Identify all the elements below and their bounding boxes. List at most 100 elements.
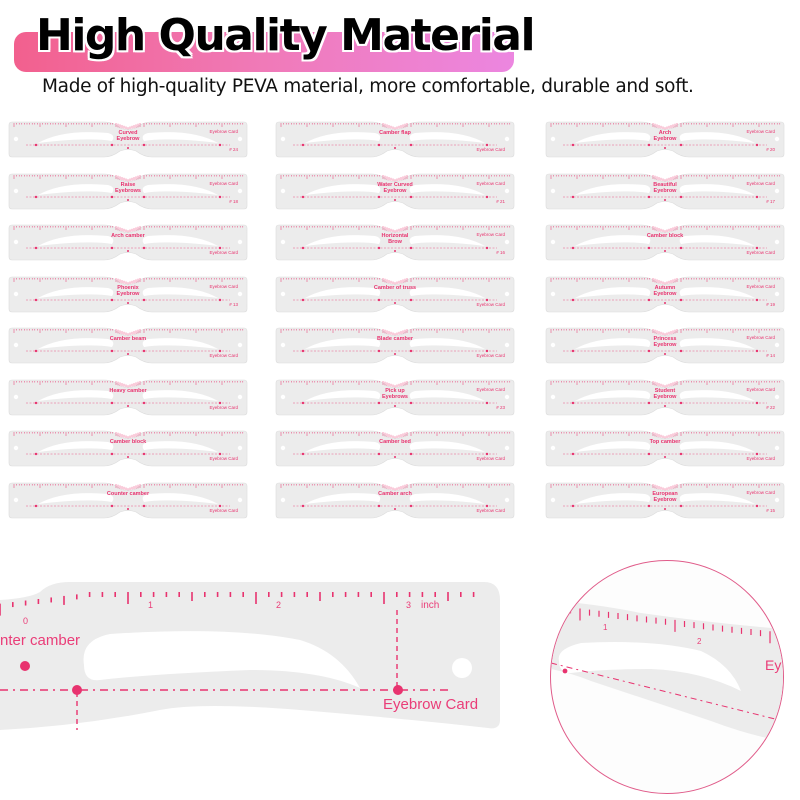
stencil-shape (545, 224, 785, 261)
stencil-brand-label: Eyebrow Card (746, 129, 775, 134)
stencil-shape (8, 276, 248, 312)
stencil-card: Camber block Eyebrow Card (545, 224, 785, 261)
stencil-brand-label: Eyebrow Card (746, 386, 775, 392)
stencil-brand-label: Eyebrow Card (476, 180, 505, 186)
stencil-style-label: Camber flap (379, 130, 411, 136)
stencil-brand-label: Eyebrow Card (746, 250, 775, 255)
stencil-card: Counter camber Eyebrow Card (8, 482, 248, 519)
stencil-style-label: Phoenix Eyebrow (116, 284, 140, 297)
stencil-style-label: Counter camber (106, 490, 150, 497)
zoom-inset-shape (551, 601, 783, 741)
stencil-shape (545, 327, 785, 364)
stencil-style-label: Heavy camber (109, 387, 147, 394)
ruler-unit-label: inch (421, 600, 440, 611)
stencil-number: # 22 (766, 404, 775, 410)
stencil-brand-label: Eyebrow Card (209, 180, 238, 186)
stencil-brand-label: Eyebrow Card (209, 353, 238, 358)
stencil-style-label: Camber bed (379, 439, 411, 445)
stencil-number: # 14 (766, 353, 775, 358)
stencil-card: Heavy camber Eyebrow Card (8, 379, 248, 416)
ruler-label-1: 1 (148, 600, 154, 610)
stencil-brand-label: Eyebrow Card (746, 180, 775, 186)
stencil-style-label: Beautiful Eyebrow (653, 181, 677, 194)
stencil-shape (275, 379, 515, 415)
page-subtitle: Made of high-quality PEVA material, more… (42, 76, 694, 97)
stencil-card: Camber flap Eyebrow Card (275, 121, 515, 158)
camber-style-label: nter camber (0, 632, 81, 649)
stencil-card: Phoenix Eyebrow Eyebrow Card # 13 (8, 276, 248, 313)
stencil-style-label: Arch camber (111, 233, 145, 239)
stencil-brand-label: Eyebrow Card (746, 283, 775, 289)
stencil-number: # 21 (496, 198, 505, 204)
stencil-card: Camber block Eyebrow Card (8, 430, 248, 467)
eyebrow-card-brand-label: Eyebrow Card (383, 696, 479, 713)
stencil-shape (545, 379, 785, 415)
stencil-shape (545, 121, 785, 158)
stencil-shape (545, 482, 785, 518)
stencil-shape (8, 327, 248, 364)
stencil-brand-label: Eyebrow Card (476, 386, 505, 392)
stencil-number: # 13 (229, 301, 238, 307)
stencil-card: Pick up Eyebrows Eyebrow Card # 23 (275, 379, 515, 416)
stencil-shape (275, 430, 515, 467)
stencil-card: Horizontal Brow Eyebrow Card # 16 (275, 224, 515, 261)
stencil-number: # 16 (496, 250, 505, 255)
stencil-style-label: Water Curved Eyebrow (377, 181, 413, 194)
stencil-number: # 17 (766, 198, 775, 204)
stencil-card: Curved Eyebrow Eyebrow Card # 24 (8, 121, 248, 158)
stencil-number: # 20 (766, 147, 775, 152)
stencil-style-label: Princess Eyebrow (653, 336, 677, 348)
stencil-style-label: Blade camber (376, 336, 414, 342)
title-banner (14, 32, 514, 72)
stencil-number: # 23 (496, 404, 505, 410)
stencil-grid: Curved Eyebrow Eyebrow Card # 24 Raise E… (8, 121, 785, 519)
stencil-brand-label: Eyebrow Card (476, 456, 505, 461)
stencil-style-label: Student Eyebrow (653, 387, 677, 400)
stencil-card: Arch Eyebrow Eyebrow Card # 20 (545, 121, 785, 158)
stencil-card: Blade camber Eyebrow Card (275, 327, 515, 364)
stencil-brand-label: Eyebrow Card (746, 489, 775, 495)
stencil-shape (275, 173, 515, 209)
stencil-style-label: Camber arch (378, 490, 412, 497)
zoom-inset-circle: 1 2 Ey (550, 560, 784, 794)
ruler-label-3: 3 (406, 600, 412, 610)
stencil-number: # 19 (766, 301, 775, 307)
stencil-shape (8, 121, 248, 158)
stencil-style-label: European Eyebrow (652, 490, 678, 503)
stencil-card: Princess Eyebrow Eyebrow Card # 14 (545, 327, 785, 364)
ruler-label-2: 2 (276, 600, 282, 610)
stencil-number: # 24 (229, 147, 238, 152)
stencil-shape (275, 482, 515, 518)
stencil-card: Top camber Eyebrow Card (545, 430, 785, 467)
stencil-style-label: Camber of truss (373, 284, 417, 291)
stencil-brand-label: Eyebrow Card (209, 283, 238, 289)
stencil-brand-label: Eyebrow Card (746, 335, 775, 340)
stencil-card: Camber beam Eyebrow Card (8, 327, 248, 364)
stencil-brand-label: Eyebrow Card (476, 232, 505, 237)
enlarged-stencil-detail: 0 1 2 3 inch nter camber Eyebrow Card (0, 570, 520, 800)
stencil-style-label: Autumn Eyebrow (653, 284, 677, 297)
stencil-brand-label: Eyebrow Card (209, 456, 238, 461)
stencil-card: Water Curved Eyebrow Eyebrow Card # 21 (275, 173, 515, 210)
stencil-shape (275, 276, 515, 312)
stencil-style-label: Curved Eyebrow (116, 130, 140, 142)
zoom-brand-label-partial: Ey (765, 657, 782, 673)
stencil-card: Camber arch Eyebrow Card (275, 482, 515, 519)
stencil-shape (275, 327, 515, 364)
stencil-brand-label: Eyebrow Card (209, 507, 238, 513)
stencil-shape (8, 173, 248, 209)
stencil-card: Raise Eyebrows Eyebrow Card # 18 (8, 173, 248, 210)
zoom-ruler-label-1: 1 (603, 623, 608, 632)
stencil-shape (8, 379, 248, 415)
stencil-brand-label: Eyebrow Card (209, 129, 238, 134)
stencil-style-label: Pick up Eyebrows (382, 387, 408, 400)
stencil-card: Beautiful Eyebrow Eyebrow Card # 17 (545, 173, 785, 210)
ruler-label-0: 0 (23, 616, 29, 626)
stencil-shape (8, 430, 248, 467)
enlarged-stencil-shape (0, 582, 500, 730)
stencil-style-label: Top camber (649, 439, 681, 445)
stencil-shape (8, 224, 248, 261)
stencil-number: # 18 (229, 198, 238, 204)
zoom-ruler-label-2: 2 (697, 637, 702, 646)
stencil-card: Camber of truss Eyebrow Card (275, 276, 515, 313)
